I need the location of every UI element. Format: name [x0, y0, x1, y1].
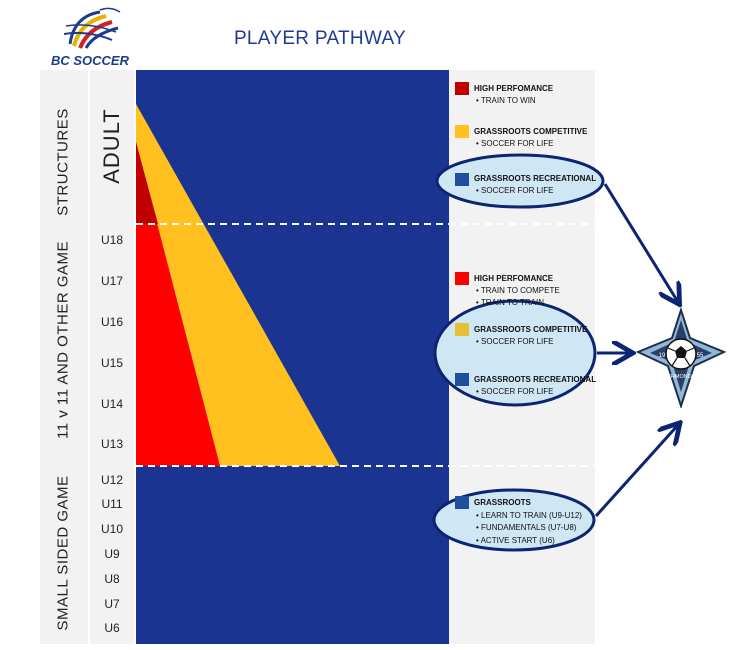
- logo-text: BC SOCCER: [50, 53, 129, 68]
- section-label-structures: STRUCTURES: [54, 108, 72, 216]
- legend-bullet: • SOCCER FOR LIFE: [476, 139, 554, 148]
- legend-bullet: • ACTIVE START (U6): [476, 536, 555, 545]
- legend-title: GRASSROOTS RECREATIONAL: [474, 375, 597, 384]
- legend-bullet: • TRAIN TO WIN: [476, 96, 536, 105]
- age-label-column: [90, 70, 134, 644]
- age-label: U11: [101, 497, 123, 511]
- legend-bullet: • SOCCER FOR LIFE: [476, 387, 554, 396]
- age-label: U9: [104, 547, 120, 561]
- legend-title: GRASSROOTS RECREATIONAL: [474, 174, 597, 183]
- legend-swatch-competitive: [455, 125, 469, 138]
- badge-year-left: 19: [659, 353, 666, 359]
- age-label: U17: [100, 274, 123, 288]
- legend-bullet: • FUNDAMENTALS (U7-U8): [476, 523, 577, 532]
- legend-bullet: • SOCCER FOR LIFE: [476, 186, 554, 195]
- legend-title: HIGH PERFOMANCE: [474, 274, 554, 283]
- section-label-eleven: 11 v 11 AND OTHER GAME: [54, 241, 72, 439]
- legend-swatch-grassroots: [455, 496, 469, 509]
- pathway-chart: [136, 70, 449, 644]
- section-label-column: [40, 70, 88, 644]
- legend-title: HIGH PERFOMANCE: [474, 84, 554, 93]
- legend-bullet: • LEARN TO TRAIN (U9-U12): [476, 511, 582, 520]
- legend-bullet: • TRAIN TO TRAIN: [476, 298, 544, 307]
- age-label: U14: [100, 397, 123, 411]
- age-label-adult: ADULT: [99, 108, 124, 184]
- age-label: U7: [104, 597, 120, 611]
- section-label-small-sided: SMALL SIDED GAME: [54, 475, 72, 631]
- age-label: U18: [100, 233, 123, 247]
- legend-title: GRASSROOTS COMPETITIVE: [474, 127, 588, 136]
- legend-swatch-competitive: [455, 323, 469, 336]
- age-label: U15: [100, 356, 123, 370]
- age-label: U10: [100, 522, 123, 536]
- legend-swatch-recreational: [455, 373, 469, 386]
- arrow-small-sided: [594, 425, 678, 518]
- badge-year-right: 55: [697, 353, 704, 359]
- badge-name: RICHMOND FC: [661, 374, 700, 380]
- legend-bullet: • SOCCER FOR LIFE: [476, 337, 554, 346]
- age-label: U13: [100, 437, 123, 451]
- high-performance-adult-area: [136, 142, 158, 224]
- legend-swatch-recreational: [455, 173, 469, 186]
- age-label: U12: [100, 473, 123, 487]
- legend-swatch-high-performance: [455, 82, 469, 95]
- age-label: U6: [104, 621, 120, 635]
- age-label: U8: [104, 572, 120, 586]
- legend-column: [449, 70, 595, 644]
- logo-globe-icon: [63, 7, 121, 49]
- legend-title: GRASSROOTS COMPETITIVE: [474, 325, 588, 334]
- age-label: U16: [100, 315, 123, 329]
- page-title: PLAYER PATHWAY: [233, 28, 407, 49]
- bc-soccer-logo: [63, 7, 121, 49]
- legend-title: GRASSROOTS: [474, 498, 531, 507]
- legend-swatch-high-performance: [455, 272, 469, 285]
- arrow-adult: [603, 183, 678, 302]
- legend-bullet: • TRAIN TO COMPETE: [476, 286, 560, 295]
- richmond-fc-badge: 19 55 RICHMOND FC: [636, 308, 726, 408]
